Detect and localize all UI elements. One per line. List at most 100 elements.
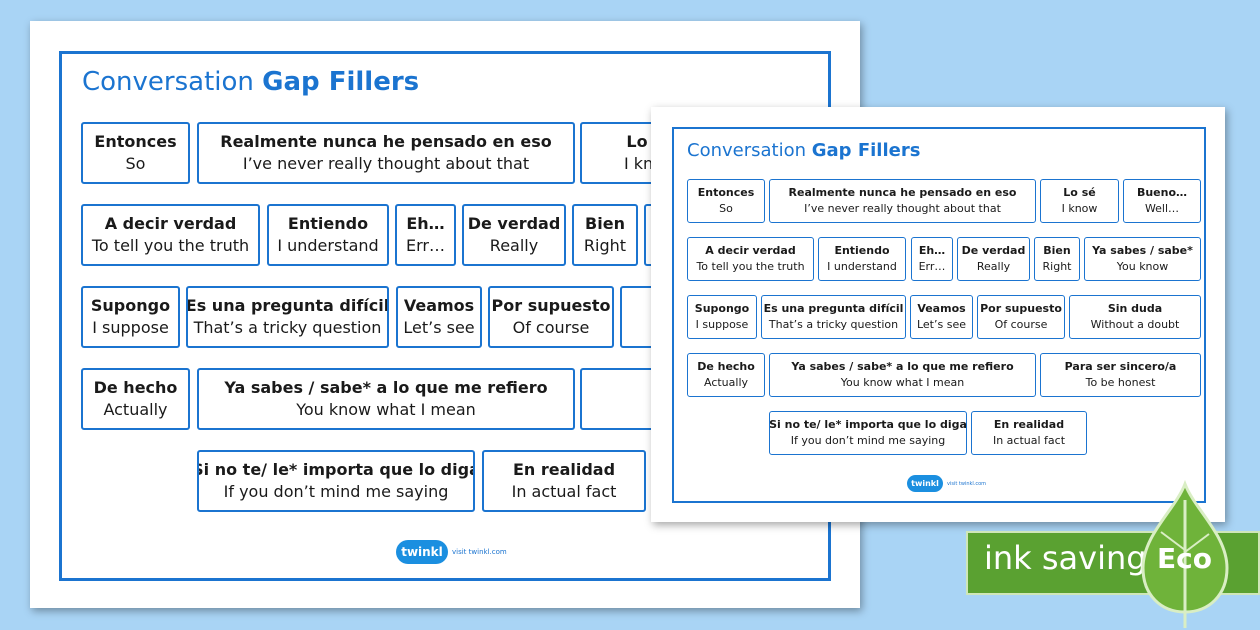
phrase-spanish: Veamos bbox=[403, 296, 475, 315]
phrase-card: Ya sabes / sabe* a lo que me refiero You… bbox=[769, 353, 1036, 397]
phrase-english: Without a doubt bbox=[1090, 318, 1180, 331]
phrase-english: I’ve never really thought about that bbox=[804, 202, 1001, 215]
worksheet-border bbox=[672, 127, 1206, 503]
worksheet-title: Conversation Gap Fillers bbox=[687, 140, 920, 161]
phrase-english: Let’s see bbox=[403, 318, 475, 337]
phrase-card: Es una pregunta difícil That’s a tricky … bbox=[186, 286, 389, 348]
phrase-card: Si no te/ le* importa que lo diga If you… bbox=[769, 411, 967, 455]
worksheet-title: Conversation Gap Fillers bbox=[82, 67, 419, 97]
phrase-spanish: Realmente nunca he pensado en eso bbox=[788, 186, 1017, 199]
phrase-spanish: Realmente nunca he pensado en eso bbox=[220, 132, 552, 151]
eco-leaf-icon bbox=[1141, 480, 1229, 628]
phrase-card: Ya sabes / sabe* You know bbox=[1084, 237, 1201, 281]
phrase-spanish: Es una pregunta difícil bbox=[763, 302, 904, 315]
phrase-english: Actually bbox=[703, 376, 749, 389]
phrase-spanish: Por supuesto bbox=[980, 302, 1062, 315]
phrase-english: So bbox=[719, 202, 733, 215]
phrase-spanish: Eh… bbox=[406, 214, 445, 233]
phrase-spanish: Para ser sincero/a bbox=[1064, 360, 1177, 373]
phrase-spanish: Por supuesto bbox=[491, 296, 611, 315]
phrase-card: Entiendo I understand bbox=[267, 204, 389, 266]
phrase-spanish: Ya sabes / sabe* a lo que me refiero bbox=[224, 378, 548, 397]
phrase-card: Si no te/ le* importa que lo diga If you… bbox=[197, 450, 475, 512]
title-part-1: Conversation bbox=[687, 140, 807, 161]
phrase-card: Para ser sincero/a To be honest bbox=[1040, 353, 1201, 397]
phrase-spanish: En realidad bbox=[993, 418, 1065, 431]
phrase-spanish: Veamos bbox=[917, 302, 966, 315]
phrase-card: Sin duda Without a doubt bbox=[1069, 295, 1201, 339]
phrase-spanish: Ya sabes / sabe* bbox=[1092, 244, 1193, 257]
phrase-spanish: Entonces bbox=[94, 132, 177, 151]
phrase-spanish: Ya sabes / sabe* a lo que me refiero bbox=[791, 360, 1014, 373]
title-part-2: Gap Fillers bbox=[262, 67, 420, 97]
phrase-english: I know bbox=[1061, 202, 1098, 215]
phrase-english: In actual fact bbox=[511, 482, 617, 501]
phrase-card: A decir verdad To tell you the truth bbox=[81, 204, 260, 266]
eco-label: Eco bbox=[1157, 542, 1212, 575]
phrase-card: Por supuesto Of course bbox=[488, 286, 614, 348]
phrase-english: Well… bbox=[1144, 202, 1180, 215]
phrase-spanish: Entiendo bbox=[834, 244, 890, 257]
phrase-english: To tell you the truth bbox=[91, 236, 250, 255]
phrase-card: Bien Right bbox=[1034, 237, 1080, 281]
title-part-1: Conversation bbox=[82, 67, 254, 97]
phrase-english: That’s a tricky question bbox=[193, 318, 382, 337]
phrase-card: Por supuesto Of course bbox=[977, 295, 1065, 339]
phrase-english: So bbox=[125, 154, 146, 173]
phrase-spanish: Es una pregunta difícil bbox=[186, 296, 389, 315]
phrase-english: To be honest bbox=[1085, 376, 1156, 389]
phrase-card: Ya sabes / sabe* a lo que me refiero You… bbox=[197, 368, 575, 430]
phrase-card: Bien Right bbox=[572, 204, 638, 266]
phrase-card: Veamos Let’s see bbox=[396, 286, 482, 348]
phrase-spanish: De verdad bbox=[961, 244, 1026, 257]
phrase-english: You know bbox=[1116, 260, 1169, 273]
phrase-spanish: Bueno… bbox=[1136, 186, 1188, 199]
phrase-spanish: Lo sé bbox=[1063, 186, 1096, 199]
phrase-card: Realmente nunca he pensado en eso I’ve n… bbox=[197, 122, 575, 184]
phrase-spanish: Eh… bbox=[918, 244, 946, 257]
phrase-english: I suppose bbox=[695, 318, 749, 331]
phrase-spanish: Si no te/ le* importa que lo diga bbox=[197, 460, 475, 479]
phrase-english: I suppose bbox=[92, 318, 169, 337]
phrase-card: Lo sé I know bbox=[1040, 179, 1119, 223]
phrase-spanish: De verdad bbox=[467, 214, 561, 233]
phrase-spanish: A decir verdad bbox=[104, 214, 237, 233]
phrase-english: Really bbox=[489, 236, 539, 255]
twinkl-cloud-logo: twinkl bbox=[907, 475, 943, 492]
phrase-english: I’ve never really thought about that bbox=[242, 154, 530, 173]
phrase-english: If you don’t mind me saying bbox=[223, 482, 449, 501]
phrase-english: Of course bbox=[994, 318, 1048, 331]
twinkl-cloud-logo: twinkl bbox=[396, 540, 448, 564]
ink-saving-label: ink saving bbox=[984, 539, 1147, 577]
phrase-spanish: Supongo bbox=[90, 296, 171, 315]
phrase-card: Eh… Err… bbox=[911, 237, 953, 281]
phrase-english: Err… bbox=[918, 260, 946, 273]
phrase-card: Supongo I suppose bbox=[687, 295, 757, 339]
visit-link-text: visit twinkl.com bbox=[947, 480, 987, 487]
phrase-card: De hecho Actually bbox=[81, 368, 190, 430]
phrase-card: Entiendo I understand bbox=[818, 237, 906, 281]
twinkl-logo: twinkl visit twinkl.com bbox=[907, 475, 986, 492]
phrase-spanish: Entiendo bbox=[287, 214, 369, 233]
phrase-card: Entonces So bbox=[81, 122, 190, 184]
phrase-card: Supongo I suppose bbox=[81, 286, 180, 348]
phrase-card: Entonces So bbox=[687, 179, 765, 223]
phrase-card: A decir verdad To tell you the truth bbox=[687, 237, 814, 281]
phrase-english: I understand bbox=[827, 260, 897, 273]
phrase-spanish: En realidad bbox=[512, 460, 616, 479]
title-part-2: Gap Fillers bbox=[811, 140, 921, 161]
phrase-english: Err… bbox=[406, 236, 445, 255]
phrase-spanish: Bien bbox=[1043, 244, 1071, 257]
phrase-spanish: Entonces bbox=[697, 186, 755, 199]
phrase-card: Eh… Err… bbox=[395, 204, 456, 266]
phrase-spanish: Si no te/ le* importa que lo diga bbox=[769, 418, 967, 431]
phrase-spanish: Bien bbox=[585, 214, 625, 233]
phrase-english: To tell you the truth bbox=[696, 260, 805, 273]
phrase-card: De hecho Actually bbox=[687, 353, 765, 397]
visit-link-text: visit twinkl.com bbox=[452, 548, 507, 556]
phrase-spanish: De hecho bbox=[697, 360, 755, 373]
phrase-english: Really bbox=[976, 260, 1011, 273]
phrase-spanish: A decir verdad bbox=[705, 244, 796, 257]
phrase-card: En realidad In actual fact bbox=[971, 411, 1087, 455]
phrase-english: Right bbox=[1042, 260, 1072, 273]
